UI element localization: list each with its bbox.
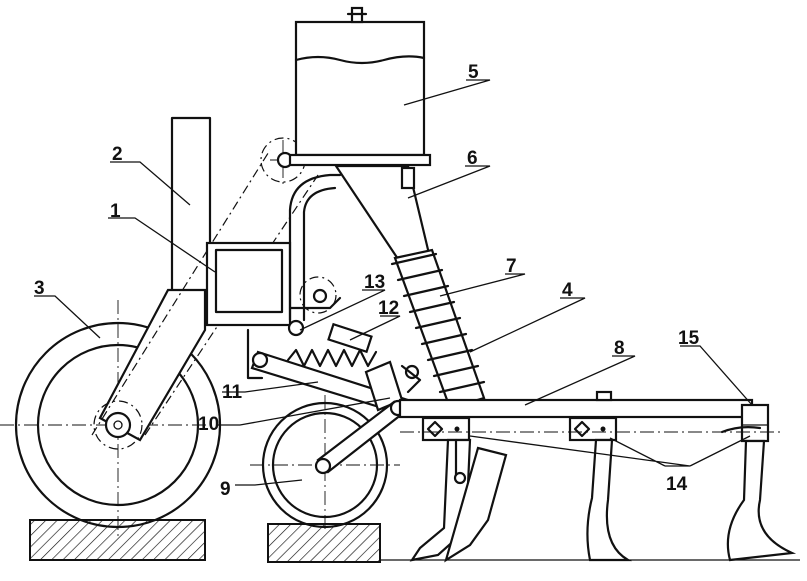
tine-clamp-1 — [421, 416, 471, 442]
spring — [286, 348, 378, 368]
spring-adjuster — [327, 322, 373, 354]
tine-clamp-2 — [568, 416, 618, 442]
vertical-post — [170, 116, 212, 302]
bellows-tube — [390, 248, 486, 410]
callout-15: 15 — [678, 328, 700, 349]
callout-13: 13 — [364, 272, 385, 293]
ground-block-middle — [267, 523, 381, 563]
beam-end-bracket — [740, 403, 770, 443]
callout-2: 2 — [112, 144, 123, 165]
cultivator-tine-middle — [586, 438, 633, 562]
seed-tube — [333, 164, 432, 264]
callout-7: 7 — [506, 256, 517, 277]
gearbox — [205, 241, 292, 327]
hopper-bracket — [288, 173, 342, 322]
callout-10: 10 — [198, 414, 219, 435]
leader-lines — [34, 79, 753, 486]
main-beam — [398, 398, 754, 419]
callout-6: 6 — [467, 148, 478, 169]
callout-11: 11 — [222, 382, 243, 403]
cultivator-tine-right — [726, 439, 797, 562]
callout-14: 14 — [666, 474, 688, 495]
callout-1: 1 — [110, 201, 121, 222]
callout-4: 4 — [562, 280, 573, 301]
seed-hopper — [288, 6, 432, 167]
callout-12: 12 — [378, 298, 399, 319]
callout-5: 5 — [468, 62, 479, 83]
callout-9: 9 — [220, 479, 231, 500]
callout-3: 3 — [34, 278, 45, 299]
wheel-hub — [104, 411, 132, 439]
callout-8: 8 — [614, 338, 625, 359]
